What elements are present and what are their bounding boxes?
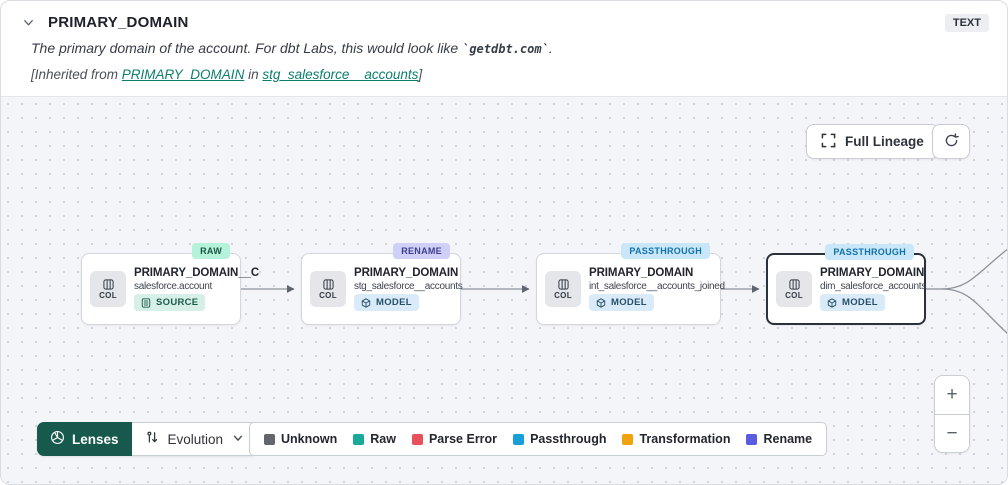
inherited-suffix: ]	[418, 67, 423, 82]
resource-type-badge: MODEL	[589, 294, 654, 311]
node-subtitle: dim_salesforce_accounts	[820, 281, 926, 292]
legend-swatch-passthrough	[513, 433, 525, 445]
expand-icon	[821, 133, 836, 151]
column-title: PRIMARY_DOMAIN	[48, 14, 189, 31]
refresh-icon	[943, 132, 960, 152]
zoom-out-button[interactable]: −	[935, 414, 969, 452]
evolution-tag: RENAME	[393, 243, 450, 259]
lineage-canvas[interactable]: Full Lineage RAW COL PRIMARY_DOMAIN__C s…	[1, 96, 1007, 484]
column-icon	[322, 278, 334, 290]
resource-type-badge: MODEL	[820, 294, 885, 311]
node-subtitle: stg_salesforce__accounts	[354, 281, 463, 292]
description-period: .	[548, 40, 553, 56]
column-type-box: COL	[776, 271, 812, 307]
column-description: The primary domain of the account. For d…	[31, 40, 553, 56]
lineage-node-dim-salesforce-accounts[interactable]: PASSTHROUGH COL PRIMARY_DOMAIN dim_sales…	[766, 244, 926, 325]
zoom-in-button[interactable]: +	[935, 376, 969, 414]
column-type-box: COL	[90, 271, 126, 307]
model-icon	[827, 297, 837, 308]
source-icon	[141, 297, 151, 308]
resource-type-badge: SOURCE	[134, 294, 206, 311]
legend-item-rename: Rename	[746, 432, 812, 446]
legend-label: Unknown	[281, 432, 338, 446]
evolution-tag: RAW	[192, 243, 230, 259]
column-type-box: COL	[310, 271, 346, 307]
legend-swatch-rename	[746, 433, 758, 445]
resource-type-label: MODEL	[611, 297, 647, 308]
legend-label: Rename	[763, 432, 813, 446]
inherited-column-link[interactable]: PRIMARY_DOMAIN	[121, 67, 245, 82]
node-title: PRIMARY_DOMAIN	[589, 267, 694, 279]
legend-label: Raw	[370, 432, 396, 446]
legend-item-unknown: Unknown	[264, 432, 337, 446]
col-label: COL	[554, 290, 572, 300]
lineage-node-stg-salesforce-accounts[interactable]: RENAME COL PRIMARY_DOMAIN stg_salesforce…	[301, 243, 463, 325]
legend-item-passthrough: Passthrough	[513, 432, 606, 446]
legend-item-parse-error: Parse Error	[411, 432, 498, 446]
node-subtitle: salesforce.account	[134, 281, 212, 292]
lens-selected-label: Evolution	[167, 431, 224, 447]
resource-type-label: MODEL	[842, 297, 878, 308]
lenses-control: Lenses Evolution	[37, 422, 259, 456]
lineage-node-salesforce-account[interactable]: RAW COL PRIMARY_DOMAIN__C salesforce.acc…	[81, 243, 260, 325]
model-icon	[596, 297, 606, 308]
full-lineage-label: Full Lineage	[845, 134, 924, 149]
node-title: PRIMARY_DOMAIN__C	[134, 267, 260, 279]
zoom-controls: + −	[934, 375, 970, 453]
inherited-from-note: [Inherited from PRIMARY_DOMAIN in stg_sa…	[31, 67, 422, 82]
lenses-button[interactable]: Lenses	[37, 422, 132, 456]
legend-swatch-unknown	[264, 433, 275, 445]
chevron-down-icon	[232, 432, 244, 447]
lens-selector-evolution[interactable]: Evolution	[131, 422, 259, 456]
datatype-badge: TEXT	[944, 14, 989, 32]
legend-label: Transformation	[639, 432, 731, 446]
lens-aperture-icon	[50, 430, 65, 448]
resource-type-label: MODEL	[376, 297, 412, 308]
full-lineage-button[interactable]: Full Lineage	[806, 124, 939, 159]
description-code: `getdbt.com`	[462, 42, 549, 56]
legend-swatch-parse-error	[411, 433, 423, 445]
evolution-icon	[145, 430, 159, 448]
legend-swatch-transformation	[622, 433, 634, 445]
column-icon	[788, 278, 800, 290]
node-title: PRIMARY_DOMAIN	[820, 267, 925, 279]
refresh-button[interactable]	[932, 124, 970, 159]
resource-type-badge: MODEL	[354, 294, 419, 311]
lenses-label: Lenses	[72, 431, 119, 447]
description-text: The primary domain of the account. For d…	[31, 40, 463, 56]
node-subtitle: int_salesforce__accounts_joined	[589, 281, 725, 292]
legend-item-transformation: Transformation	[622, 432, 730, 446]
resource-type-label: SOURCE	[156, 297, 199, 308]
column-type-box: COL	[545, 271, 581, 307]
legend-label: Passthrough	[530, 432, 607, 446]
legend-label: Parse Error	[428, 432, 498, 446]
col-label: COL	[319, 290, 337, 300]
legend-item-raw: Raw	[353, 432, 396, 446]
inherited-prefix: [Inherited from	[31, 67, 122, 82]
inherited-model-link[interactable]: stg_salesforce__accounts	[262, 67, 419, 82]
evolution-legend: Unknown Raw Parse Error Passthrough Tran…	[249, 422, 828, 456]
col-label: COL	[785, 290, 803, 300]
legend-swatch-raw	[353, 433, 365, 445]
evolution-tag: PASSTHROUGH	[825, 244, 914, 260]
column-icon	[557, 278, 569, 290]
column-header: PRIMARY_DOMAIN TEXT The primary domain o…	[1, 1, 1007, 96]
node-title: PRIMARY_DOMAIN	[354, 267, 459, 279]
col-label: COL	[99, 290, 117, 300]
column-icon	[102, 278, 114, 290]
collapse-chevron-icon[interactable]	[22, 16, 35, 29]
lineage-node-int-salesforce-accounts-joined[interactable]: PASSTHROUGH COL PRIMARY_DOMAIN int_sales…	[536, 243, 725, 325]
evolution-tag: PASSTHROUGH	[621, 243, 710, 259]
inherited-middle: in	[244, 67, 263, 82]
model-icon	[361, 297, 371, 308]
